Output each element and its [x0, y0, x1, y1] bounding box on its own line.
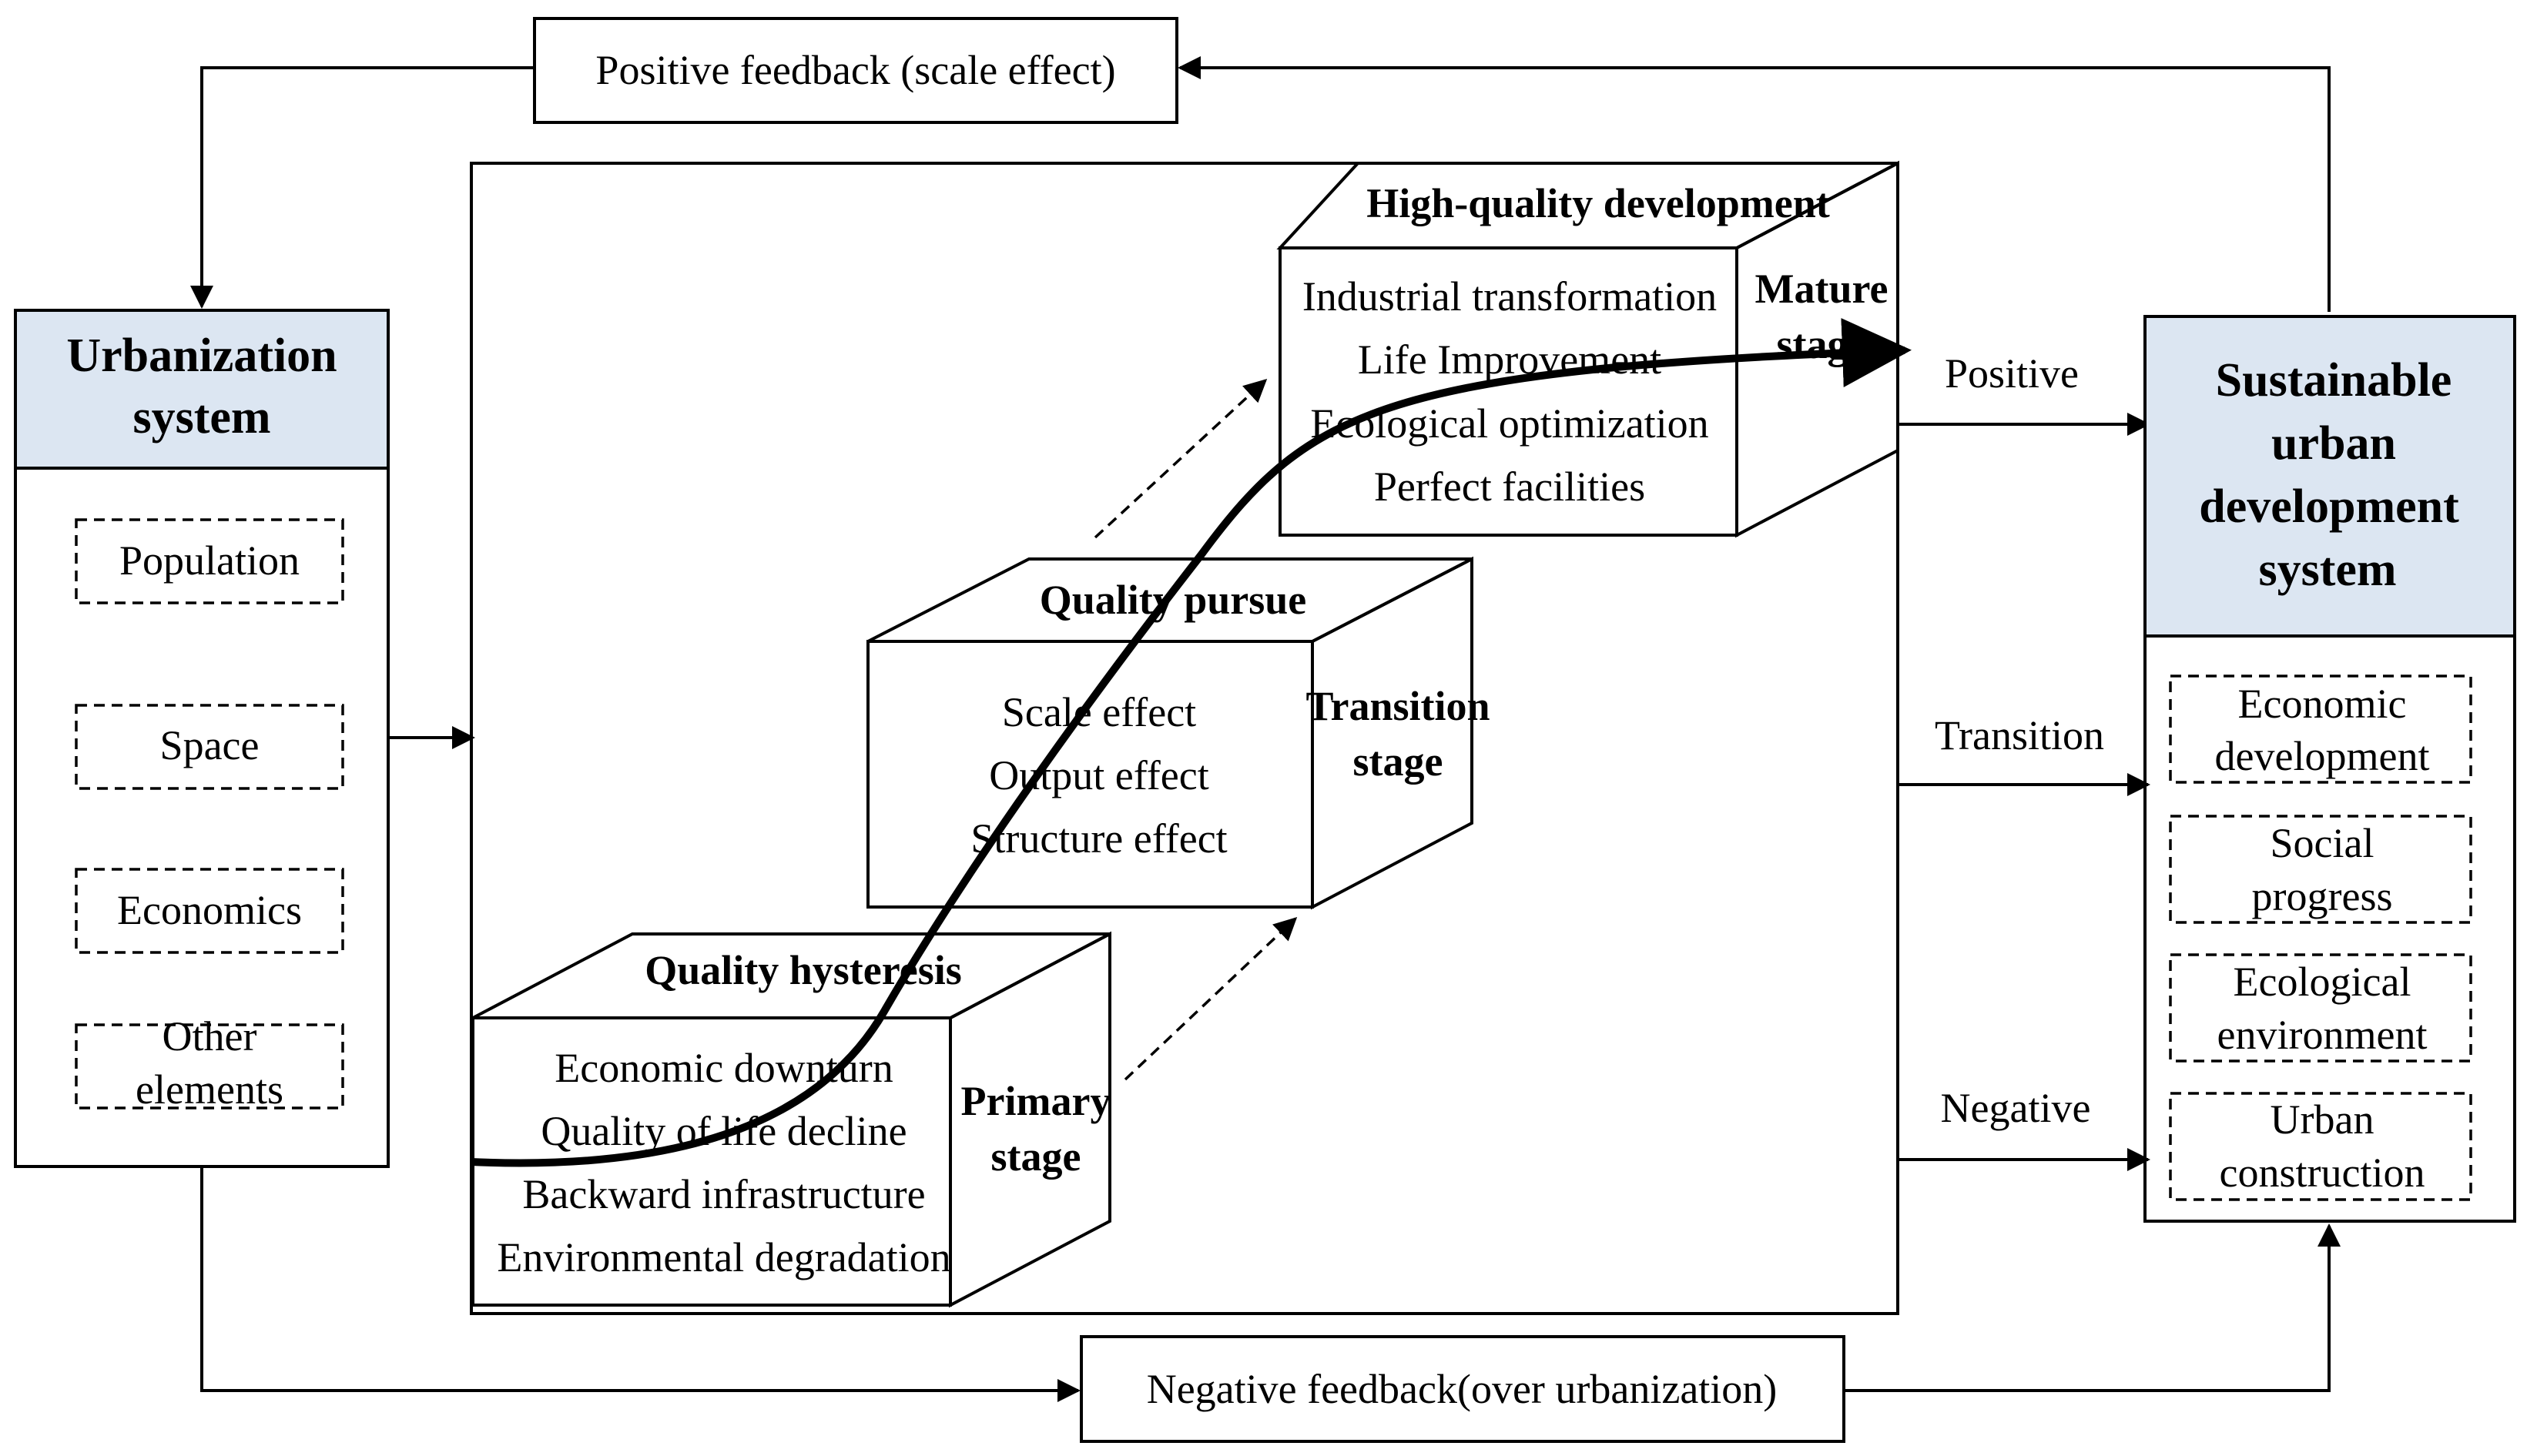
- output-label-transition: Transition: [1935, 712, 2104, 758]
- stage-cube-high-quality: High-quality development Industrial tran…: [1276, 160, 1899, 538]
- sustainable-title-line1: Sustainable: [2216, 354, 2452, 407]
- sustainable-title-line4: system: [2258, 544, 2396, 596]
- element-label-ecological-line2: environment: [2217, 1012, 2428, 1058]
- element-label-economic-line1: Economic: [2238, 681, 2407, 727]
- progression-arrow-primary-to-transition: [1124, 916, 1298, 1081]
- urbanization-header: [17, 312, 387, 468]
- negative-feedback-loop: Negative feedback(over urbanization): [200, 1166, 2341, 1443]
- hysteresis-item-3: Backward infrastructure: [522, 1171, 925, 1217]
- output-label-negative: Negative: [1941, 1085, 2091, 1131]
- element-label-social-line1: Social: [2271, 820, 2375, 866]
- positive-feedback-loop: Positive feedback (scale effect): [190, 17, 2331, 312]
- element-label-urban-line1: Urban: [2271, 1096, 2375, 1143]
- stage-label-transition-line2: stage: [1353, 738, 1443, 785]
- positive-feedback-box: [533, 17, 1178, 124]
- feedback-arrow-to-box: [1178, 56, 2331, 312]
- hysteresis-item-4: Environmental degradation: [497, 1234, 950, 1280]
- element-box-social-progress: [2169, 815, 2472, 924]
- element-label-other-line2: elements: [136, 1066, 283, 1113]
- urbanization-title-line1: Urbanization: [66, 330, 337, 382]
- feedback-arrow-to-urbanization: [190, 66, 535, 309]
- high-item-2: Life Improvement: [1358, 336, 1661, 383]
- feedback-arrow-to-negative-box: [200, 1166, 1081, 1402]
- feedback-arrow-to-sustainable: [1844, 1223, 2341, 1392]
- stage-cube-quality-pursue: Quality pursue Scale effect Output effec…: [866, 556, 1490, 910]
- sustainable-header: [2147, 318, 2513, 636]
- main-frame: [470, 162, 1899, 1315]
- element-label-social-line2: progress: [2252, 873, 2393, 919]
- sustainable-title-line2: urban: [2271, 417, 2396, 470]
- cube-front-face: [866, 640, 1314, 909]
- cube-side-face: [1311, 556, 1473, 910]
- progression-arrow-transition-to-mature: [1094, 378, 1268, 539]
- element-label-other-line1: Other: [163, 1013, 257, 1059]
- element-label-economic-line2: development: [2215, 733, 2430, 779]
- element-box-population: [75, 518, 344, 604]
- stage-label-mature-line1: Mature: [1755, 266, 1889, 312]
- element-box-space: [75, 704, 344, 790]
- high-item-1: Industrial transformation: [1302, 273, 1717, 320]
- pursue-item-1: Scale effect: [1002, 689, 1196, 735]
- element-label-ecological-line1: Ecological: [2234, 959, 2411, 1005]
- output-label-positive: Positive: [1945, 350, 2079, 397]
- sustainable-outer-box: [2143, 315, 2516, 1223]
- sustainable-system: Sustainable urban development system Eco…: [2143, 315, 2516, 1223]
- stage-title-high-quality: High-quality development: [1366, 180, 1830, 226]
- element-label-space: Space: [160, 722, 260, 768]
- element-label-population: Population: [119, 537, 300, 584]
- element-label-economics: Economics: [117, 887, 302, 933]
- element-box-ecological-environment: [2169, 953, 2472, 1063]
- element-label-urban-line2: construction: [2220, 1150, 2425, 1196]
- negative-feedback-label: Negative feedback(over urbanization): [1147, 1366, 1778, 1412]
- stage-label-mature-line2: stage: [1777, 321, 1867, 367]
- stage-cube-quality-hysteresis: Quality hysteresis Economic downturn Qua…: [471, 931, 1111, 1308]
- urbanization-system: Urbanization system Population Space Eco…: [14, 309, 390, 1168]
- sustainable-title-line3: development: [2199, 480, 2459, 533]
- high-item-3: Ecological optimization: [1310, 400, 1708, 447]
- pursue-item-3: Structure effect: [970, 815, 1227, 862]
- element-box-urban-construction: [2169, 1092, 2472, 1201]
- stage-label-transition-line1: Transition: [1305, 683, 1490, 729]
- urbanization-title-line2: system: [132, 391, 270, 443]
- stage-label-primary-line2: stage: [991, 1133, 1081, 1180]
- stage-title-quality-pursue: Quality pursue: [1040, 577, 1307, 623]
- positive-feedback-label: Positive feedback (scale effect): [595, 47, 1115, 93]
- element-box-economic-development: [2169, 674, 2472, 784]
- element-box-other: [75, 1023, 344, 1110]
- stage-label-primary-line1: Primary: [961, 1078, 1111, 1124]
- element-box-economics: [75, 868, 344, 954]
- development-s-curve: [471, 318, 1912, 1167]
- cube-front-face: [1279, 246, 1738, 537]
- high-item-4: Perfect facilities: [1374, 464, 1645, 510]
